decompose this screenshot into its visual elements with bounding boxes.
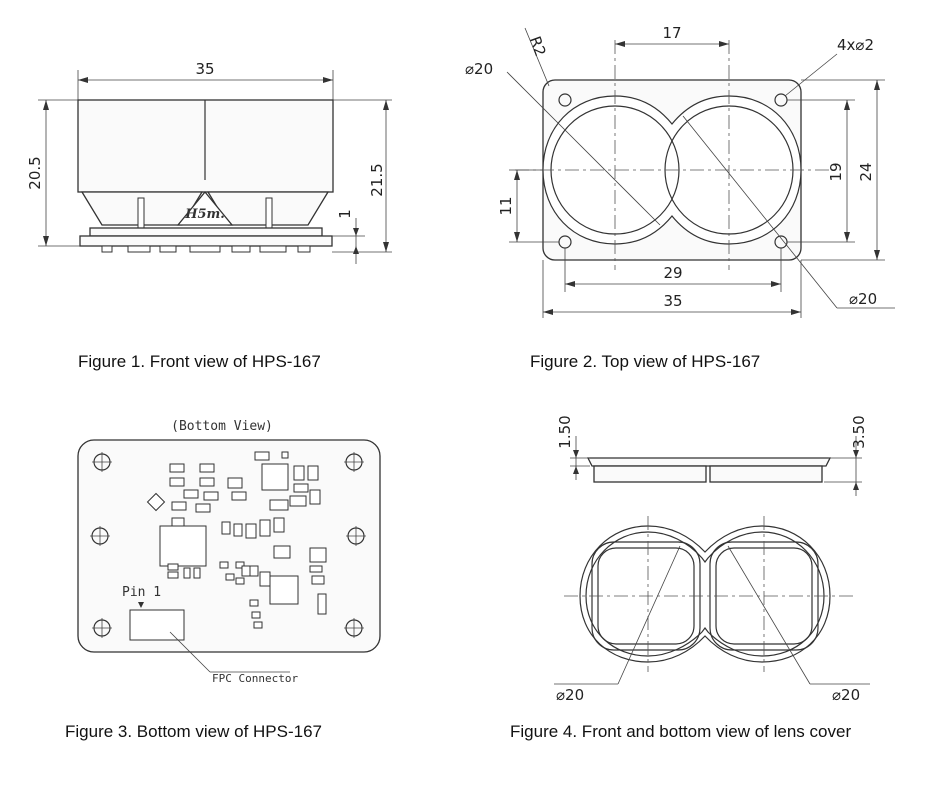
figure-2-caption: Figure 2. Top view of HPS-167	[530, 352, 761, 371]
pcb-outline	[77, 439, 381, 653]
lens-cover-bottom	[579, 525, 831, 663]
top-view-drawing: 17 R2 ⌀20 4x⌀2 11 19 24 29 35 ⌀20	[465, 24, 895, 318]
figure-4-lens-cover: 1.50 3.50 ⌀20 ⌀20	[540, 400, 880, 710]
figure-1-front-view: 35 H5m. 20.5 21.5 1	[20, 40, 400, 300]
pin-1-label: Pin 1	[122, 585, 161, 600]
fpc-connector-label: FPC Connector	[212, 672, 298, 685]
bottom-view-title: (Bottom View)	[171, 419, 273, 434]
mount-hole	[558, 93, 572, 107]
dim-diameter-top: ⌀20	[465, 60, 493, 78]
dim-diameter-right: ⌀20	[832, 686, 860, 704]
dim-height-left: 20.5	[26, 156, 44, 189]
dim-pcb: 1	[336, 209, 354, 219]
dim-diameter-left: ⌀20	[556, 686, 584, 704]
dim-diameter-bottom: ⌀20	[849, 290, 877, 308]
mount-hole	[92, 618, 112, 638]
figure-2-top-view: 17 R2 ⌀20 4x⌀2 11 19 24 29 35 ⌀20	[445, 20, 905, 320]
bottom-view-drawing: (Bottom View) Pin	[77, 419, 381, 685]
figure-3-caption: Figure 3. Bottom view of HPS-167	[65, 722, 323, 741]
fpc-connector	[129, 609, 185, 641]
figure-4-caption: Figure 4. Front and bottom view of lens …	[510, 722, 852, 741]
dim-left: 1.50	[556, 415, 574, 448]
dim-height-right: 21.5	[368, 163, 386, 196]
dim-radius: R2	[526, 34, 550, 59]
ic-chip	[159, 525, 207, 567]
dim-outer-height: 24	[857, 162, 875, 181]
mount-hole	[92, 452, 112, 472]
ic-chip	[269, 575, 299, 605]
pcb-board	[79, 235, 333, 247]
logo-text: H5m.	[184, 207, 225, 222]
dim-left: 11	[497, 196, 515, 215]
dim-inner-height: 19	[827, 162, 845, 181]
dim-right: 3.50	[850, 415, 868, 448]
smd-components	[146, 451, 327, 629]
dim-outer-width: 35	[663, 292, 682, 310]
lens-cover-drawing: 1.50 3.50 ⌀20 ⌀20	[554, 415, 870, 704]
mount-hole	[90, 526, 110, 546]
figure-1-caption: Figure 1. Front view of HPS-167	[78, 352, 321, 371]
mount-hole	[346, 526, 366, 546]
front-view-drawing: 35 H5m. 20.5 21.5 1	[26, 60, 392, 264]
figure-3-bottom-view: (Bottom View) Pin	[60, 400, 400, 700]
mount-hole	[344, 618, 364, 638]
dim-holes: 4x⌀2	[837, 36, 874, 54]
dim-inner-width: 29	[663, 264, 682, 282]
mount-hole	[344, 452, 364, 472]
dim-spacing: 17	[662, 24, 681, 42]
lens-cover-front	[586, 457, 832, 483]
dim-width: 35	[195, 60, 214, 78]
